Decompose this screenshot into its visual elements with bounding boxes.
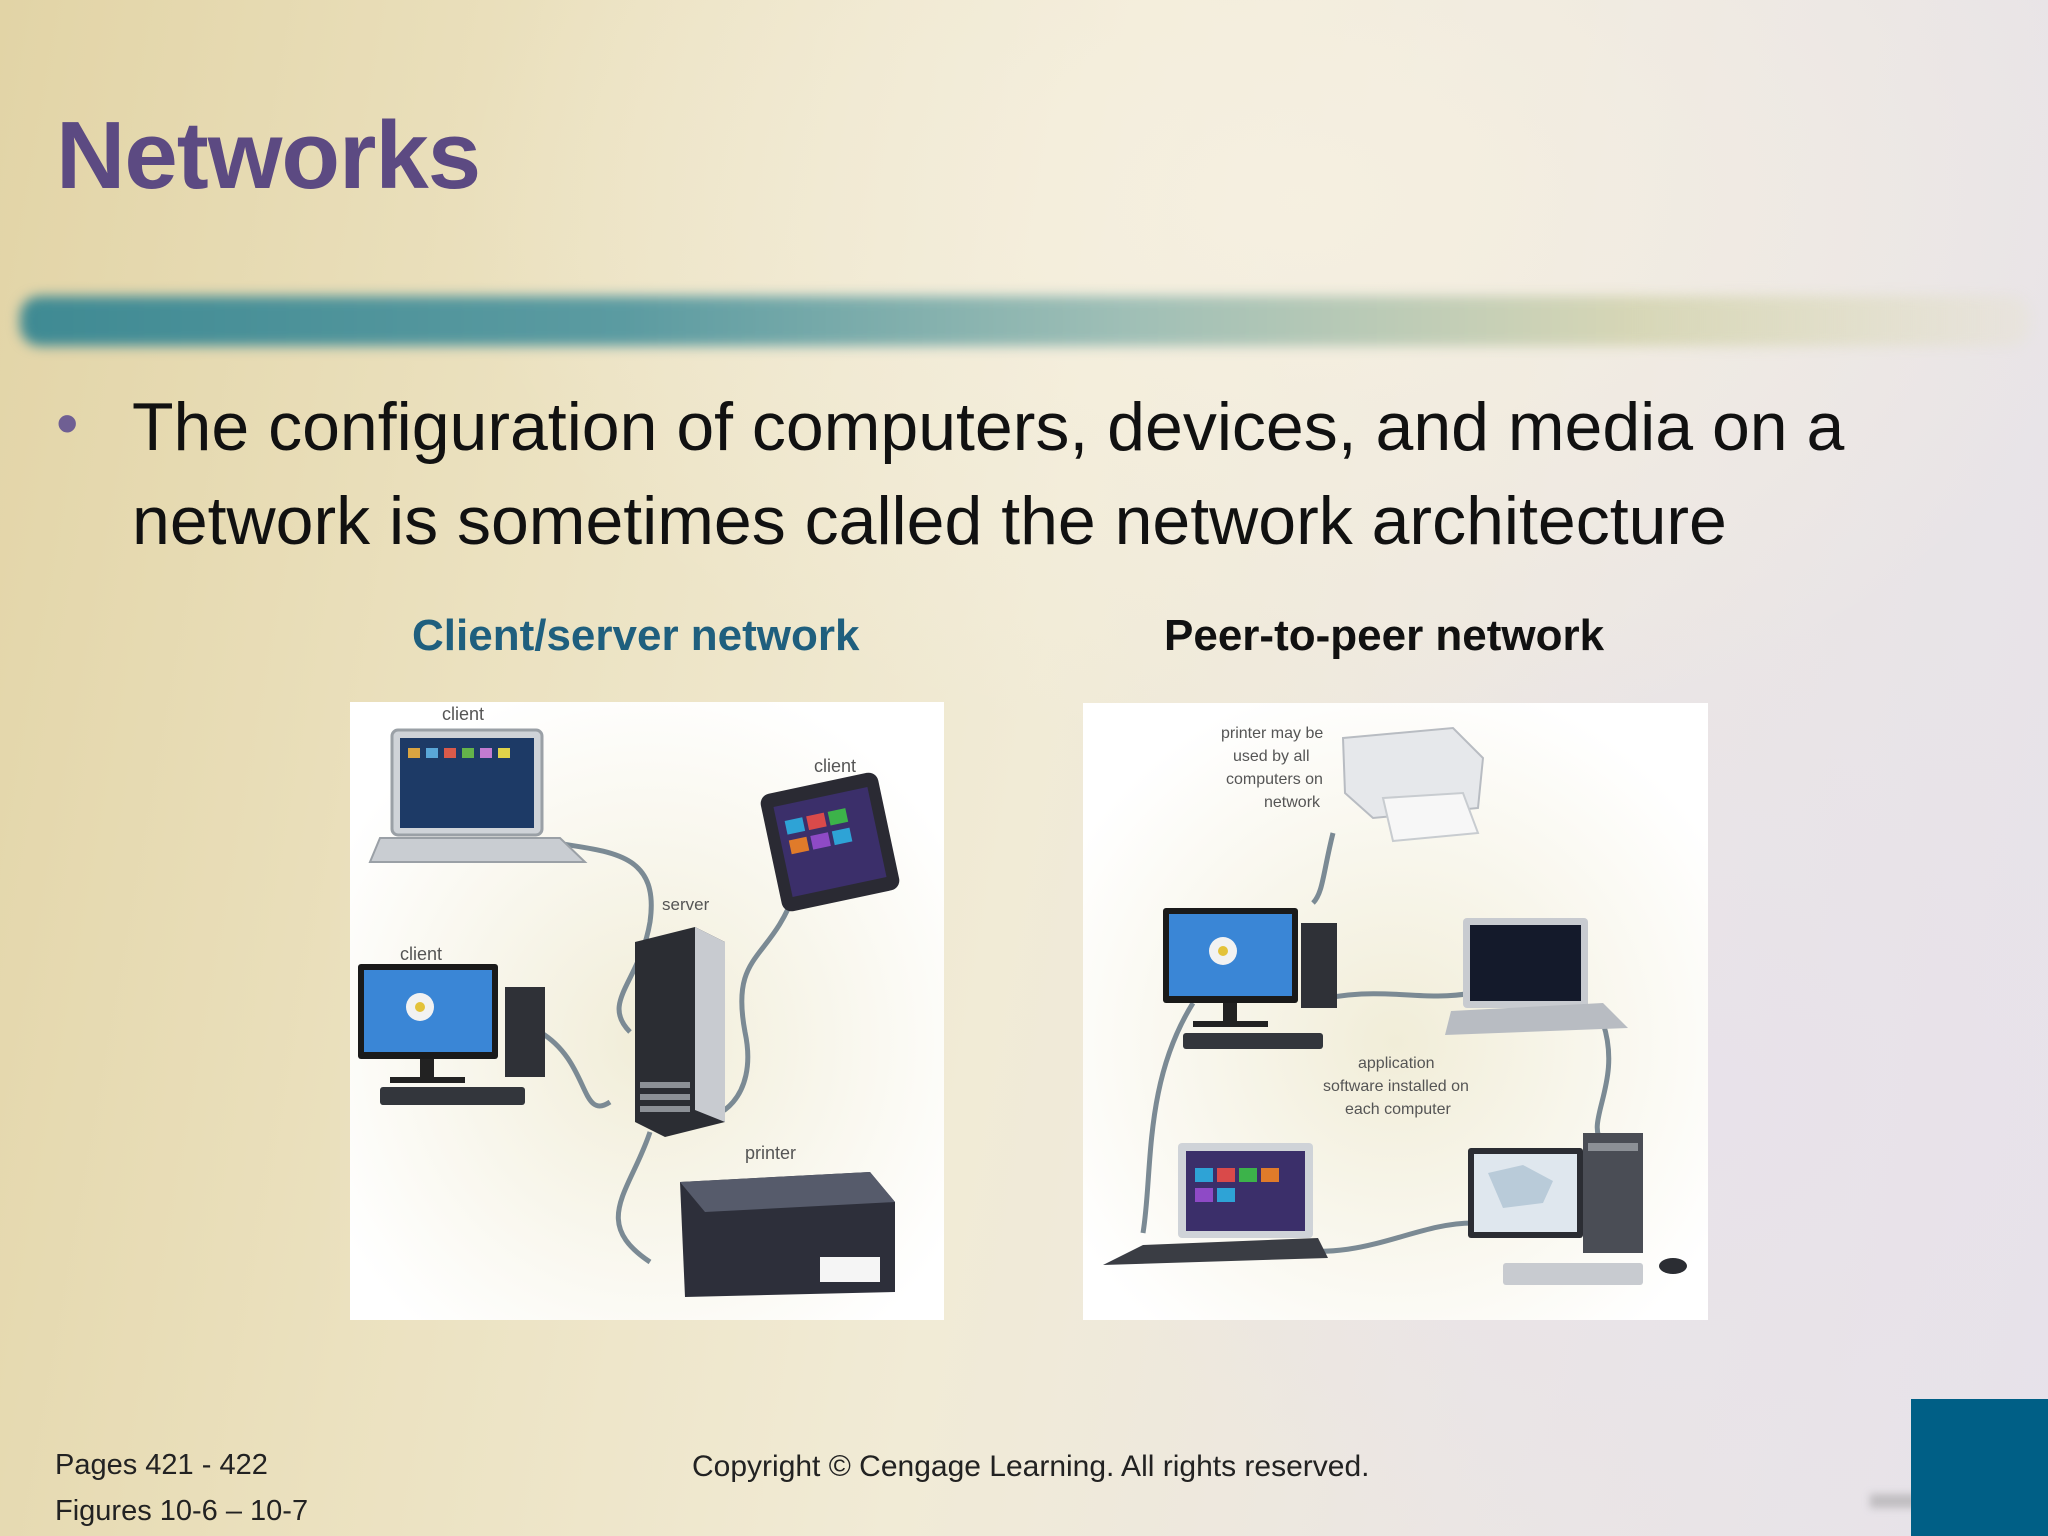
laptop-bottom-peer-icon: [1103, 1143, 1328, 1265]
cable-printer-desktop: [1311, 832, 1336, 905]
desktop-client-icon: [358, 964, 545, 1105]
label-printer-note-2: used by all: [1233, 748, 1310, 765]
label-app-note-1: application: [1358, 1055, 1435, 1072]
label-printer-note-3: computers on: [1226, 771, 1323, 788]
laptop-peer-icon: [1445, 918, 1628, 1035]
cable-server-printer: [616, 1131, 653, 1265]
printer-icon: [680, 1172, 895, 1297]
desktop-pc-peer-icon: [1468, 1133, 1687, 1285]
slide-title: Networks: [56, 102, 481, 209]
cable-desktop-bottomlaptop: [1140, 1001, 1196, 1234]
title-divider-band: [20, 296, 2030, 346]
client-server-caption: Client/server network: [412, 611, 860, 660]
footer-copyright: Copyright © Cengage Learning. All rights…: [692, 1450, 1370, 1483]
label-server: server: [662, 895, 710, 914]
footer-references: Pages 421 - 422 Figures 10-6 – 10-7: [55, 1442, 308, 1534]
cable-laptop-server: [549, 839, 654, 1034]
server-tower-icon: [635, 927, 725, 1137]
footer-pages: Pages 421 - 422: [55, 1449, 268, 1481]
bullet-text: The configuration of computers, devices,…: [132, 389, 1845, 559]
label-client-top: client: [442, 704, 484, 724]
desktop-peer-icon: [1163, 908, 1337, 1049]
footer-figures: Figures 10-6 – 10-7: [55, 1495, 309, 1527]
label-printer: printer: [745, 1143, 796, 1163]
label-app-note-2: software installed on: [1323, 1078, 1469, 1095]
corner-accent-block: [1911, 1399, 2048, 1536]
label-client-right: client: [814, 756, 856, 776]
peer-to-peer-caption: Peer-to-peer network: [1164, 611, 1605, 660]
label-app-note-3: each computer: [1345, 1101, 1452, 1118]
shared-printer-icon: [1341, 726, 1485, 843]
peer-to-peer-figure: printer may be used by all computers on …: [1083, 703, 1708, 1320]
client-server-figure: client client server: [350, 702, 944, 1320]
laptop-client-icon: [368, 728, 588, 863]
cable-desktop-server: [538, 1029, 612, 1109]
peer-to-peer-illustration: printer may be used by all computers on …: [1083, 703, 1708, 1320]
bullet-dot-icon: •: [56, 387, 79, 459]
corner-shadow: [1870, 1494, 1920, 1508]
label-printer-note-4: network: [1264, 794, 1321, 811]
client-server-illustration: client client server: [350, 702, 944, 1320]
tablet-client-icon: [760, 772, 900, 912]
label-printer-note-1: printer may be: [1221, 725, 1323, 742]
label-client-left: client: [400, 944, 442, 964]
